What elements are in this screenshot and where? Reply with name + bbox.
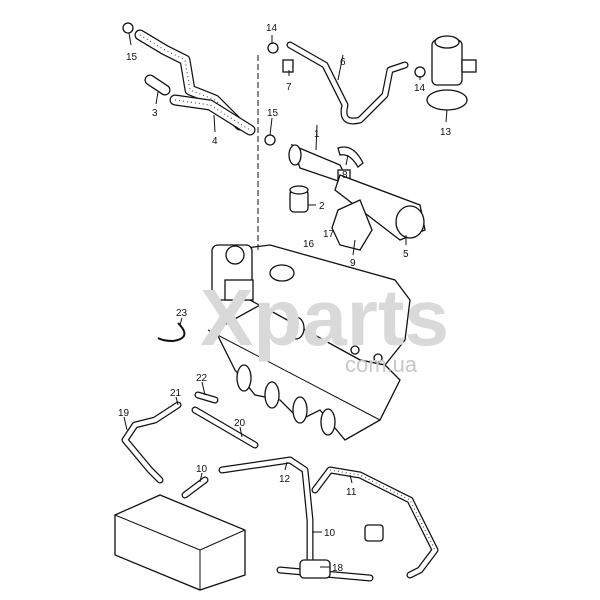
callout-14: 14 xyxy=(266,23,278,34)
callout-23: 23 xyxy=(176,308,188,319)
clamp-14 xyxy=(414,66,426,78)
valve-18 xyxy=(299,559,331,579)
leader-lines xyxy=(123,32,448,568)
callout-14: 14 xyxy=(414,83,426,94)
hose-6 xyxy=(286,41,409,125)
vent-lines xyxy=(121,391,439,582)
hose-clip xyxy=(337,146,364,168)
callout-10: 10 xyxy=(324,528,336,539)
callout-7: 7 xyxy=(286,82,292,93)
callout-19: 19 xyxy=(118,408,130,419)
watermark-domain: com.ua xyxy=(345,352,418,377)
callout-22: 22 xyxy=(196,373,208,384)
callout-2: 2 xyxy=(319,201,325,212)
callout-9: 9 xyxy=(350,258,356,269)
callout-13: 13 xyxy=(440,127,452,138)
callout-5: 5 xyxy=(403,249,409,260)
callout-4: 4 xyxy=(212,136,218,147)
clamp-23 xyxy=(157,322,186,343)
callout-3: 3 xyxy=(152,108,158,119)
idle-valve xyxy=(288,143,426,241)
watermark-logo: Xparts xyxy=(200,273,449,362)
callout-15: 15 xyxy=(267,108,279,119)
callout-15: 15 xyxy=(126,52,138,63)
intake-manifold xyxy=(207,244,411,441)
callout-18: 18 xyxy=(332,563,344,574)
charcoal-canister xyxy=(114,494,246,591)
callout-11: 11 xyxy=(346,487,357,498)
callout-8: 8 xyxy=(342,170,348,181)
callout-17: 17 xyxy=(323,229,335,240)
callout-20: 20 xyxy=(234,418,246,429)
callout-6: 6 xyxy=(340,57,346,68)
check-valve xyxy=(364,524,384,542)
bracket xyxy=(331,199,373,251)
pressure-regulator xyxy=(426,35,477,111)
callout-10: 10 xyxy=(196,464,208,475)
callout-16: 16 xyxy=(303,239,315,250)
clamp-15 xyxy=(264,134,276,146)
callout-12: 12 xyxy=(279,474,291,485)
callout-1: 1 xyxy=(314,129,320,140)
hose-3-4 xyxy=(134,29,256,136)
throttle-body xyxy=(211,244,254,301)
grommet xyxy=(289,185,309,213)
clamp-14 xyxy=(267,42,279,54)
clamp-15 xyxy=(122,22,134,34)
callout-21: 21 xyxy=(170,388,182,399)
hose-piece-7 xyxy=(282,59,294,73)
